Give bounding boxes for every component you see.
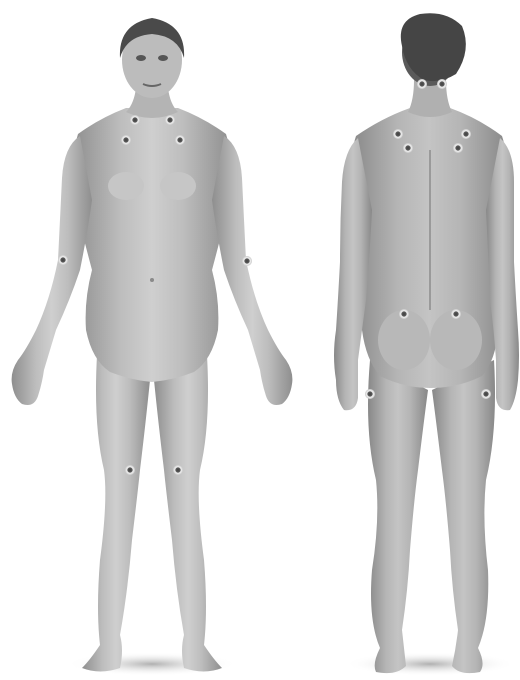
marker-front-elbow-left (58, 255, 68, 265)
marker-front-elbow-right (242, 256, 252, 266)
marker-front-clavicle-left (121, 135, 131, 145)
marker-front-knee-left (125, 465, 135, 475)
front-left-eye (136, 55, 146, 61)
front-left-breast (108, 172, 144, 200)
marker-back-trapezius-right (461, 129, 471, 139)
marker-back-trochanter-right (481, 389, 491, 399)
front-right-breast (160, 172, 196, 200)
back-floor-shadow (345, 652, 515, 676)
marker-front-knee-right (173, 465, 183, 475)
front-right-arm (212, 136, 292, 405)
marker-back-supraspinatus-left (403, 143, 413, 153)
front-torso (73, 108, 232, 382)
marker-back-trapezius-left (393, 129, 403, 139)
marker-back-occiput-right (437, 79, 447, 89)
marker-front-clavicle-right (175, 135, 185, 145)
front-left-leg (82, 340, 150, 672)
front-right-eye (158, 55, 168, 61)
marker-back-supraspinatus-right (453, 143, 463, 153)
back-right-leg (432, 360, 495, 673)
marker-back-gluteal-left (399, 309, 409, 319)
marker-back-trochanter-left (365, 389, 375, 399)
marker-front-neck-right (165, 115, 175, 125)
marker-back-gluteal-right (451, 309, 461, 319)
front-figure (12, 18, 293, 676)
front-navel (150, 278, 154, 282)
back-left-leg (368, 360, 428, 673)
back-figure (334, 13, 519, 676)
front-left-arm (12, 136, 92, 405)
marker-back-occiput-left (417, 79, 427, 89)
marker-front-neck-left (130, 115, 140, 125)
front-right-leg (154, 340, 222, 672)
